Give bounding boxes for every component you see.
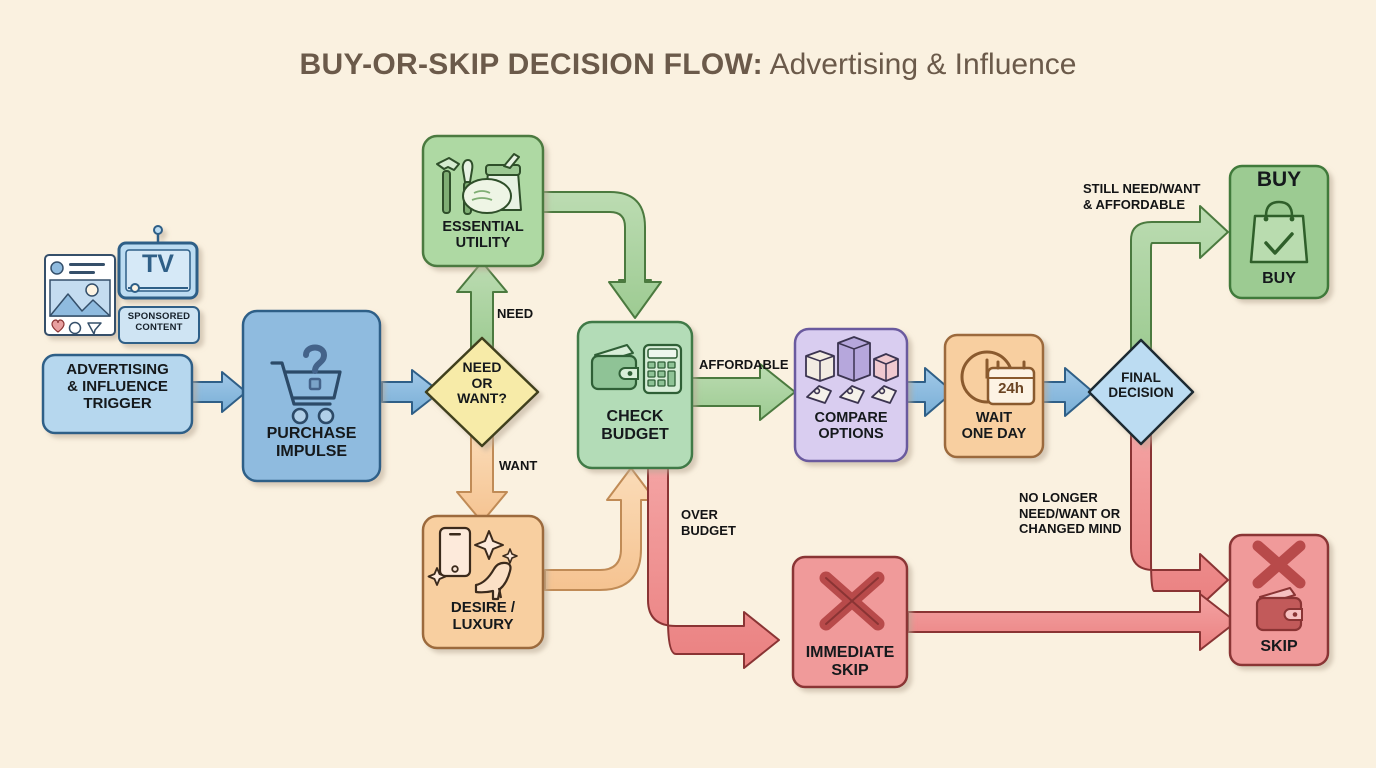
node-immediate-skip[interactable] bbox=[791, 555, 909, 689]
cross-mark-icon-immediate bbox=[819, 571, 885, 631]
node-final-decision[interactable] bbox=[1087, 338, 1195, 446]
boxes-price-tags-icon bbox=[805, 336, 899, 404]
cross-mark-icon-skip bbox=[1252, 540, 1306, 589]
shopping-cart-question-icon bbox=[270, 344, 342, 425]
node-purchase-impulse[interactable] bbox=[241, 309, 382, 483]
edge-immediate-skip-to-skip bbox=[907, 593, 1237, 651]
node-need-or-want-decision[interactable] bbox=[424, 336, 540, 448]
edge-want-to-desire bbox=[456, 431, 508, 523]
edge-essential-to-budget bbox=[542, 191, 662, 319]
edge-final-to-buy bbox=[1130, 205, 1229, 357]
clock-calendar-24h-icon bbox=[960, 350, 1036, 406]
hammer-screwdriver-groceries-icon bbox=[436, 153, 522, 215]
edge-need-to-essential bbox=[456, 261, 508, 353]
sponsored-content-badge bbox=[118, 306, 200, 344]
edge-desire-to-budget bbox=[544, 467, 656, 591]
edge-budget-to-compare bbox=[691, 363, 796, 421]
edge-trigger-to-impulse bbox=[187, 371, 247, 413]
edge-final-to-skip bbox=[1130, 427, 1229, 607]
wallet-calculator-icon bbox=[590, 343, 683, 395]
wallet-icon bbox=[1255, 587, 1303, 632]
television-icon bbox=[117, 225, 199, 300]
edge-compare-to-wait bbox=[906, 367, 954, 417]
edge-budget-to-immediate-skip bbox=[647, 467, 780, 669]
edge-wait-to-final bbox=[1042, 367, 1094, 417]
node-advertising-trigger[interactable] bbox=[41, 353, 194, 435]
social-media-post-icon bbox=[44, 254, 116, 336]
edge-impulse-to-decision bbox=[381, 369, 441, 415]
smartphone-highheel-sparkle-icon bbox=[427, 526, 518, 601]
shopping-bag-check-icon bbox=[1249, 200, 1309, 264]
